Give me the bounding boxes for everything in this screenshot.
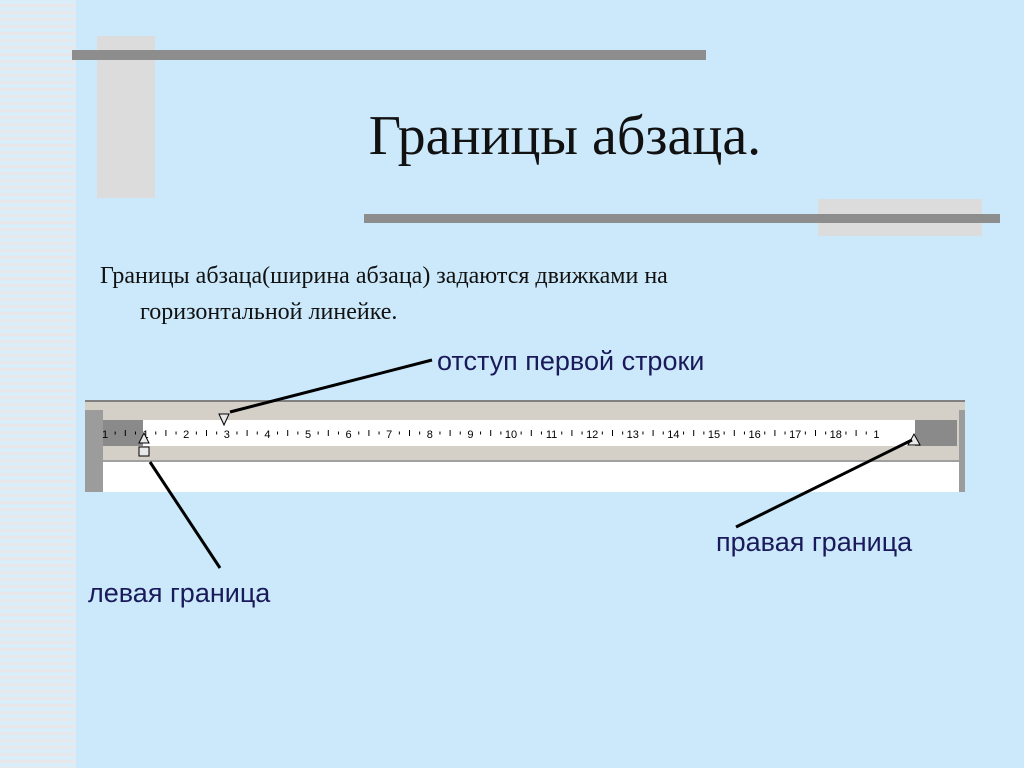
first-line-indent-marker[interactable] xyxy=(218,413,230,427)
ruler-left-margin-zone xyxy=(103,420,143,446)
ruler-number: 3 xyxy=(224,429,230,441)
slide-body-text: Границы абзаца(ширина абзаца) задаются д… xyxy=(100,258,800,330)
decorative-vertical-bar xyxy=(97,36,155,198)
ruler-number: 14 xyxy=(667,429,679,441)
ruler-number: 17 xyxy=(789,429,801,441)
ruler-number: 4 xyxy=(264,429,270,441)
ruler-number: 2 xyxy=(183,429,189,441)
ruler-number: 9 xyxy=(467,429,473,441)
ruler-number: 15 xyxy=(708,429,720,441)
ruler-number: 10 xyxy=(505,429,517,441)
left-stripe-decoration xyxy=(0,0,76,768)
ruler-number: 8 xyxy=(427,429,433,441)
ruler-number: 1 xyxy=(873,429,879,441)
ruler-number: 12 xyxy=(586,429,598,441)
label-left-boundary: левая граница xyxy=(88,578,271,608)
ruler-number: 13 xyxy=(627,429,639,441)
left-indent-marker[interactable] xyxy=(138,431,150,457)
ruler-bottom-edge xyxy=(103,460,959,462)
ruler-number: 7 xyxy=(386,429,392,441)
ruler-number: 1 xyxy=(102,429,108,441)
decorative-middle-line xyxy=(364,214,1000,223)
ruler-right-margin-zone xyxy=(915,420,957,446)
ruler-ticks xyxy=(114,430,867,436)
label-first-line-indent: отступ первой строки xyxy=(437,346,705,376)
ruler-top-strip xyxy=(85,400,965,410)
ruler-left-wall xyxy=(85,410,103,492)
ruler-number: 18 xyxy=(830,429,842,441)
body-line-2: горизонтальной линейке. xyxy=(140,299,398,325)
label-right-boundary: правая граница xyxy=(716,527,913,557)
ruler-number: 1 xyxy=(143,429,149,441)
body-line-1: Границы абзаца(ширина абзаца) задаются д… xyxy=(100,263,668,289)
ruler-right-wall xyxy=(959,410,965,492)
ruler-number: 6 xyxy=(346,429,352,441)
decorative-top-line xyxy=(72,50,706,60)
ruler-number: 16 xyxy=(748,429,760,441)
ruler-number: 11 xyxy=(546,429,557,441)
slide-title: Границы абзаца. xyxy=(368,105,762,167)
ruler-number: 5 xyxy=(305,429,311,441)
